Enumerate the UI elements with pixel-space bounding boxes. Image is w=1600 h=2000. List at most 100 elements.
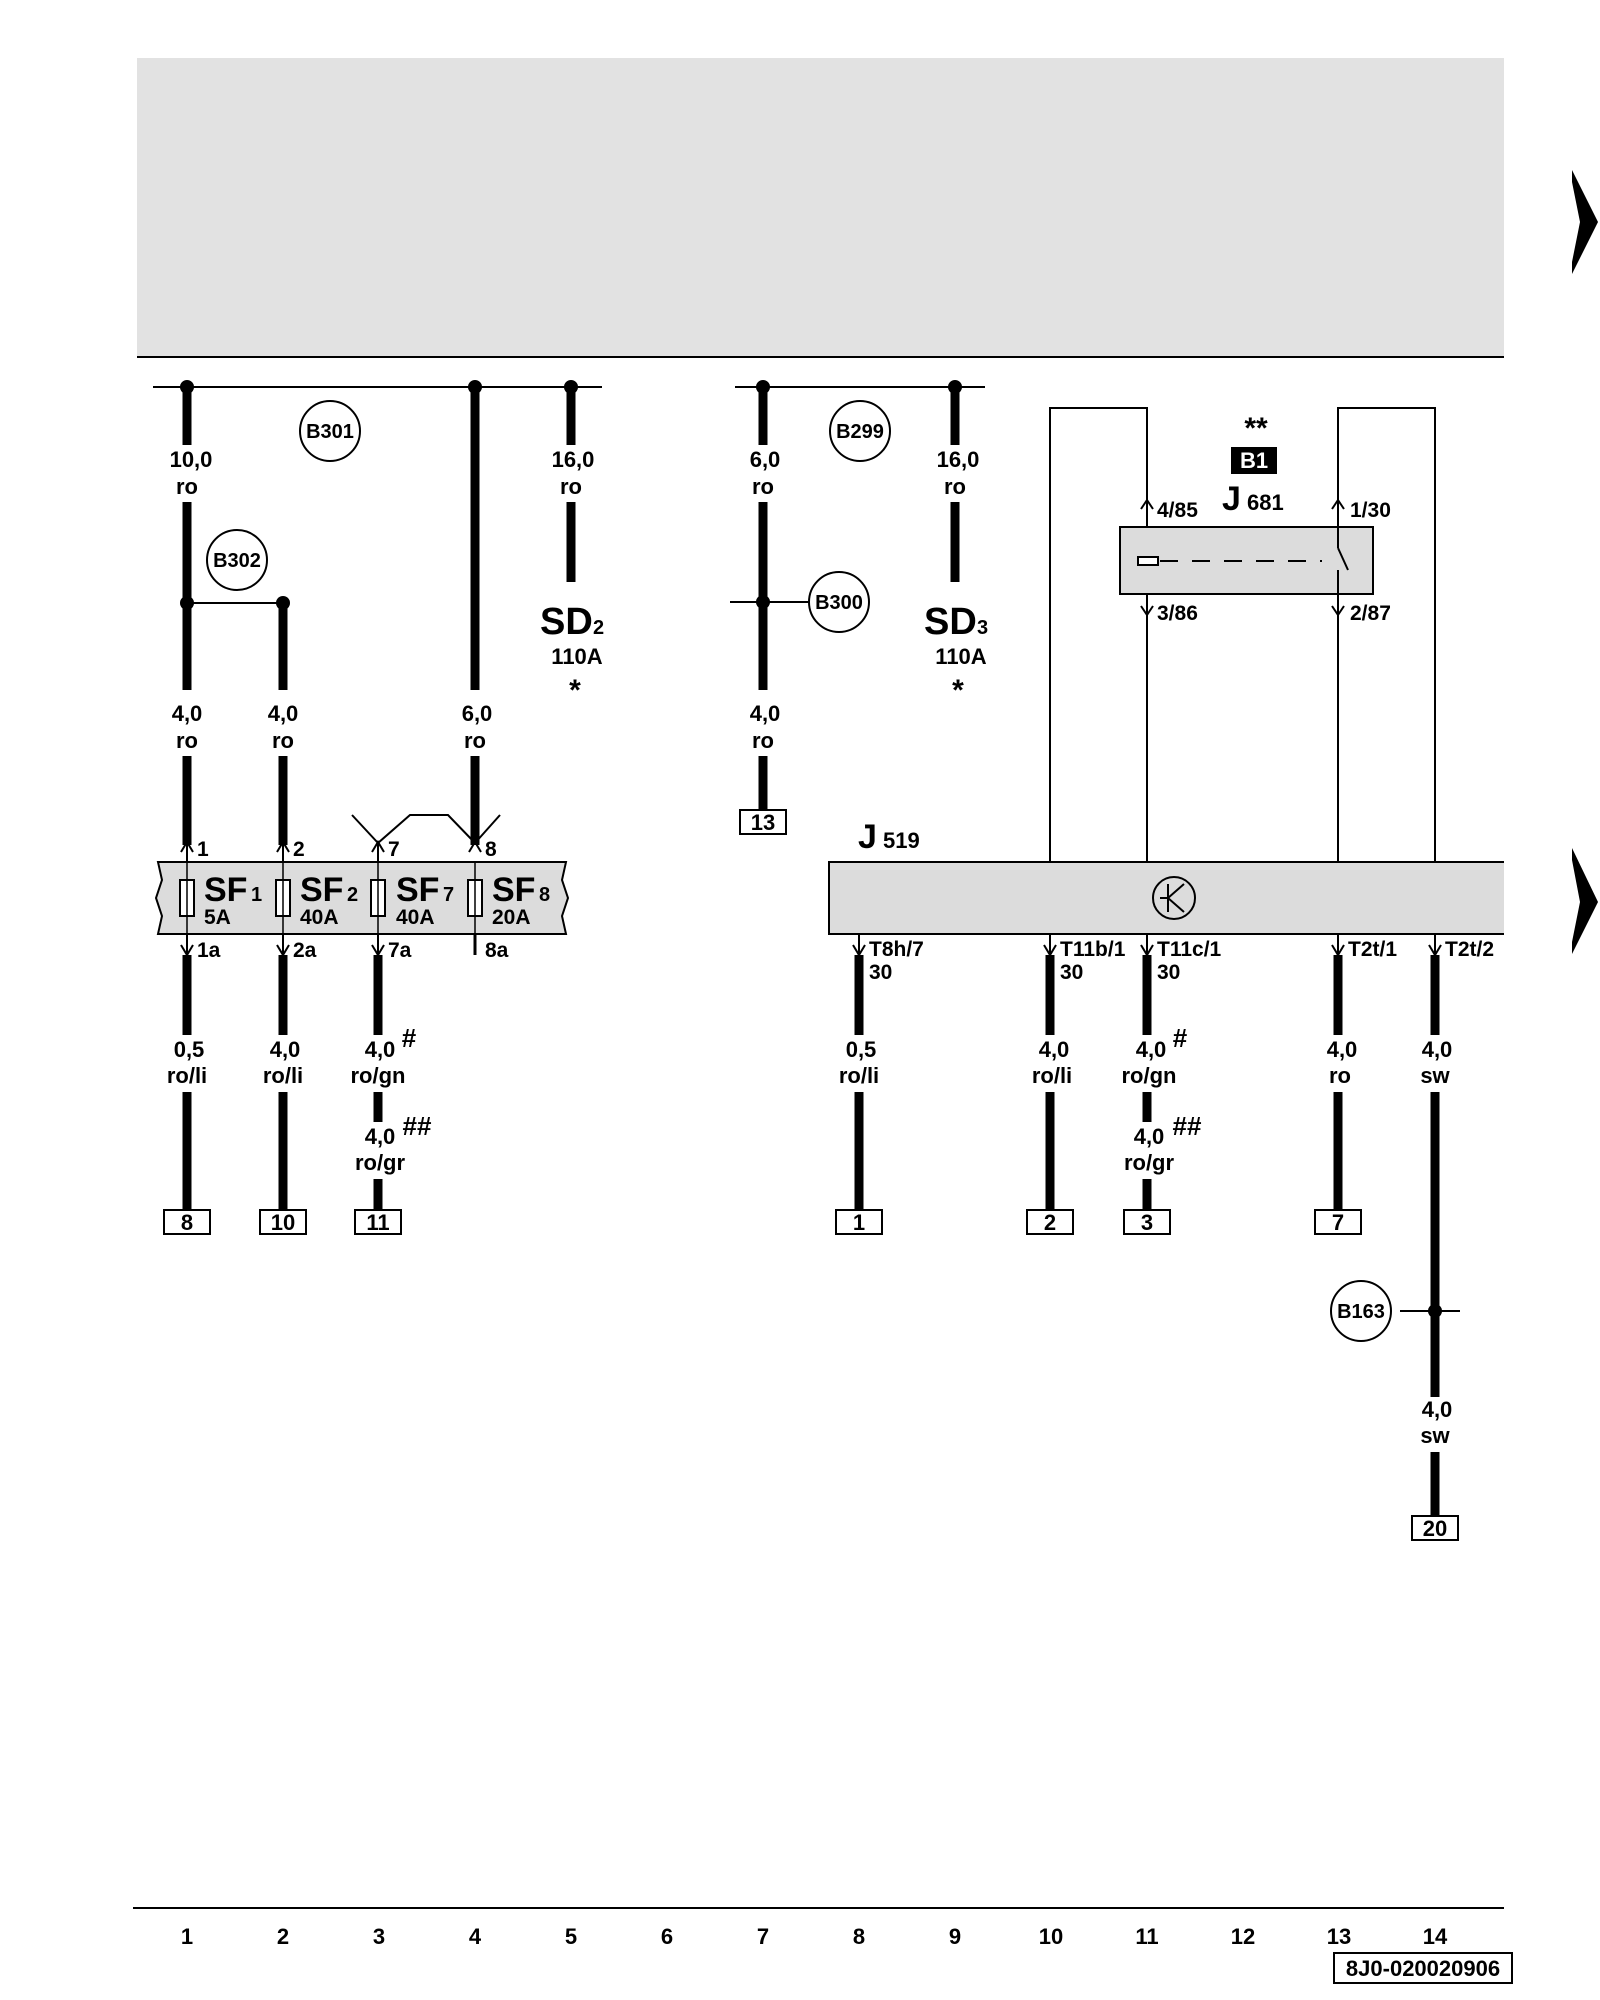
module-name: J <box>858 818 877 856</box>
fuse-sd2[interactable]: SD 2 110A * <box>540 601 604 707</box>
ground-node-b301[interactable] <box>299 400 361 462</box>
fuse-rating: 110A <box>935 644 986 669</box>
column-number: 10 <box>1039 1924 1063 1949</box>
terminal-label: 13 <box>751 810 775 835</box>
relay-sub: 681 <box>1247 490 1284 515</box>
fuse-sf1[interactable]: SF 1 5A <box>204 871 262 929</box>
terminal-box[interactable] <box>1026 1209 1074 1235</box>
ground-node-b163[interactable] <box>1330 1280 1392 1342</box>
terminal-box[interactable] <box>835 1209 883 1235</box>
node-label: B300 <box>815 592 863 614</box>
footnote-mark: ## <box>403 1111 432 1141</box>
terminal-box[interactable] <box>354 1209 402 1235</box>
footnote-mark: # <box>1173 1023 1188 1053</box>
terminal-label: 11 <box>366 1210 389 1235</box>
fuse-name: SF <box>492 871 535 909</box>
fuse-name: SD <box>924 601 977 643</box>
pin-arrow-icon <box>1331 934 1345 957</box>
wire-size: 4,0 <box>172 701 203 726</box>
terminal-box[interactable] <box>163 1209 211 1235</box>
wire-color: ro/gn <box>351 1063 406 1088</box>
fuse-carrier <box>154 861 570 935</box>
header-panel <box>137 58 1504 356</box>
ground-node-b302[interactable] <box>206 529 268 591</box>
fuse-sf8[interactable]: SF 8 20A <box>492 871 550 929</box>
column-number: 1 <box>181 1924 193 1949</box>
fuse-sd3[interactable]: SD 3 110A * <box>924 601 988 707</box>
pin-arrow-icon <box>1140 934 1154 957</box>
fuse-sub: 3 <box>977 617 988 639</box>
column-number: 12 <box>1231 1924 1255 1949</box>
node-label: B302 <box>213 550 261 572</box>
bridge <box>377 814 476 844</box>
wire-size: 4,0 <box>1136 1037 1167 1062</box>
pin-arrow-icon <box>371 934 385 957</box>
doc-code-box <box>1333 1952 1513 1984</box>
relay-coil-icon <box>1137 556 1159 566</box>
wire-color: ro/li <box>839 1063 879 1088</box>
pin-arrow-icon <box>276 840 290 862</box>
pin-term: 30 <box>1060 961 1083 984</box>
column-number: 7 <box>757 1924 769 1949</box>
terminal-box[interactable] <box>1123 1209 1171 1235</box>
wire-color: ro <box>272 728 294 753</box>
fuse-name: SD <box>540 601 593 643</box>
pin-arrow-icon <box>371 840 385 853</box>
ground-node-b300[interactable] <box>808 571 870 633</box>
footnote-mark: * <box>952 674 964 707</box>
column-number: 5 <box>565 1924 577 1949</box>
wire-size: 10,0 <box>170 447 213 472</box>
pin-term: 30 <box>1157 961 1180 984</box>
pin-label: T2t/2 <box>1445 938 1494 961</box>
wire-size: 4,0 <box>1327 1037 1358 1062</box>
ground-node-b299[interactable] <box>829 400 891 462</box>
column-number: 14 <box>1423 1924 1448 1949</box>
footnote-mark: * <box>569 674 581 707</box>
node-label: B301 <box>306 421 354 443</box>
terminal-box[interactable] <box>1411 1515 1459 1541</box>
pin-label: 4/85 <box>1157 499 1198 522</box>
wire-color: ro/li <box>263 1063 303 1088</box>
terminal-box[interactable] <box>739 809 787 835</box>
column-number: 4 <box>469 1924 482 1949</box>
terminal-box[interactable] <box>1314 1209 1362 1235</box>
continue-arrow-icon[interactable] <box>1572 170 1598 274</box>
fuse-name: SF <box>204 871 247 909</box>
column-scale: 1 2 3 4 5 6 7 8 9 10 11 12 13 14 <box>181 1924 1448 1949</box>
relay-name: J <box>1222 480 1241 518</box>
terminal-label: 8 <box>181 1210 193 1235</box>
pin-label: 2/87 <box>1350 602 1391 625</box>
pin-label: 1/30 <box>1350 499 1391 522</box>
footnote-mark: ** <box>1244 412 1268 445</box>
relay-contact-icon <box>1337 547 1349 571</box>
wire-size: 0,5 <box>846 1037 877 1062</box>
fuse-sf7[interactable]: SF 7 40A <box>396 871 454 929</box>
wire-size: 6,0 <box>750 447 781 472</box>
pin-label: 8 <box>485 838 497 861</box>
bridge <box>474 814 501 844</box>
bridge <box>351 814 379 844</box>
pin-label: T8h/7 <box>869 938 924 961</box>
node-label: B163 <box>1337 1301 1385 1323</box>
wire-size: 4,0 <box>270 1037 301 1062</box>
wire-size: 4,0 <box>1039 1037 1070 1062</box>
continue-arrow-icon[interactable] <box>1572 848 1598 954</box>
terminal-box[interactable] <box>259 1209 307 1235</box>
pin-label: T11c/1 <box>1157 938 1222 961</box>
wire-size: 6,0 <box>462 701 493 726</box>
wire-color: sw <box>1420 1063 1450 1088</box>
fuse-sf2[interactable]: SF 2 40A <box>300 871 358 929</box>
wire-size: 4,0 <box>268 701 299 726</box>
terminal-label: 7 <box>1332 1210 1344 1235</box>
fuse-rating: 40A <box>396 906 435 929</box>
footnote-mark: ## <box>1173 1111 1202 1141</box>
wire[interactable] <box>1049 407 1148 862</box>
pin-label: 3/86 <box>1157 602 1198 625</box>
badge-label: B1 <box>1240 448 1268 473</box>
wire[interactable] <box>1337 407 1436 862</box>
terminal-label: 10 <box>271 1210 295 1235</box>
doc-code: 8J0-020020906 <box>1346 1956 1500 1981</box>
wire-color: ro <box>464 728 486 753</box>
pin-label: 8a <box>485 939 509 962</box>
wire-size: 4,0 <box>1422 1397 1453 1422</box>
